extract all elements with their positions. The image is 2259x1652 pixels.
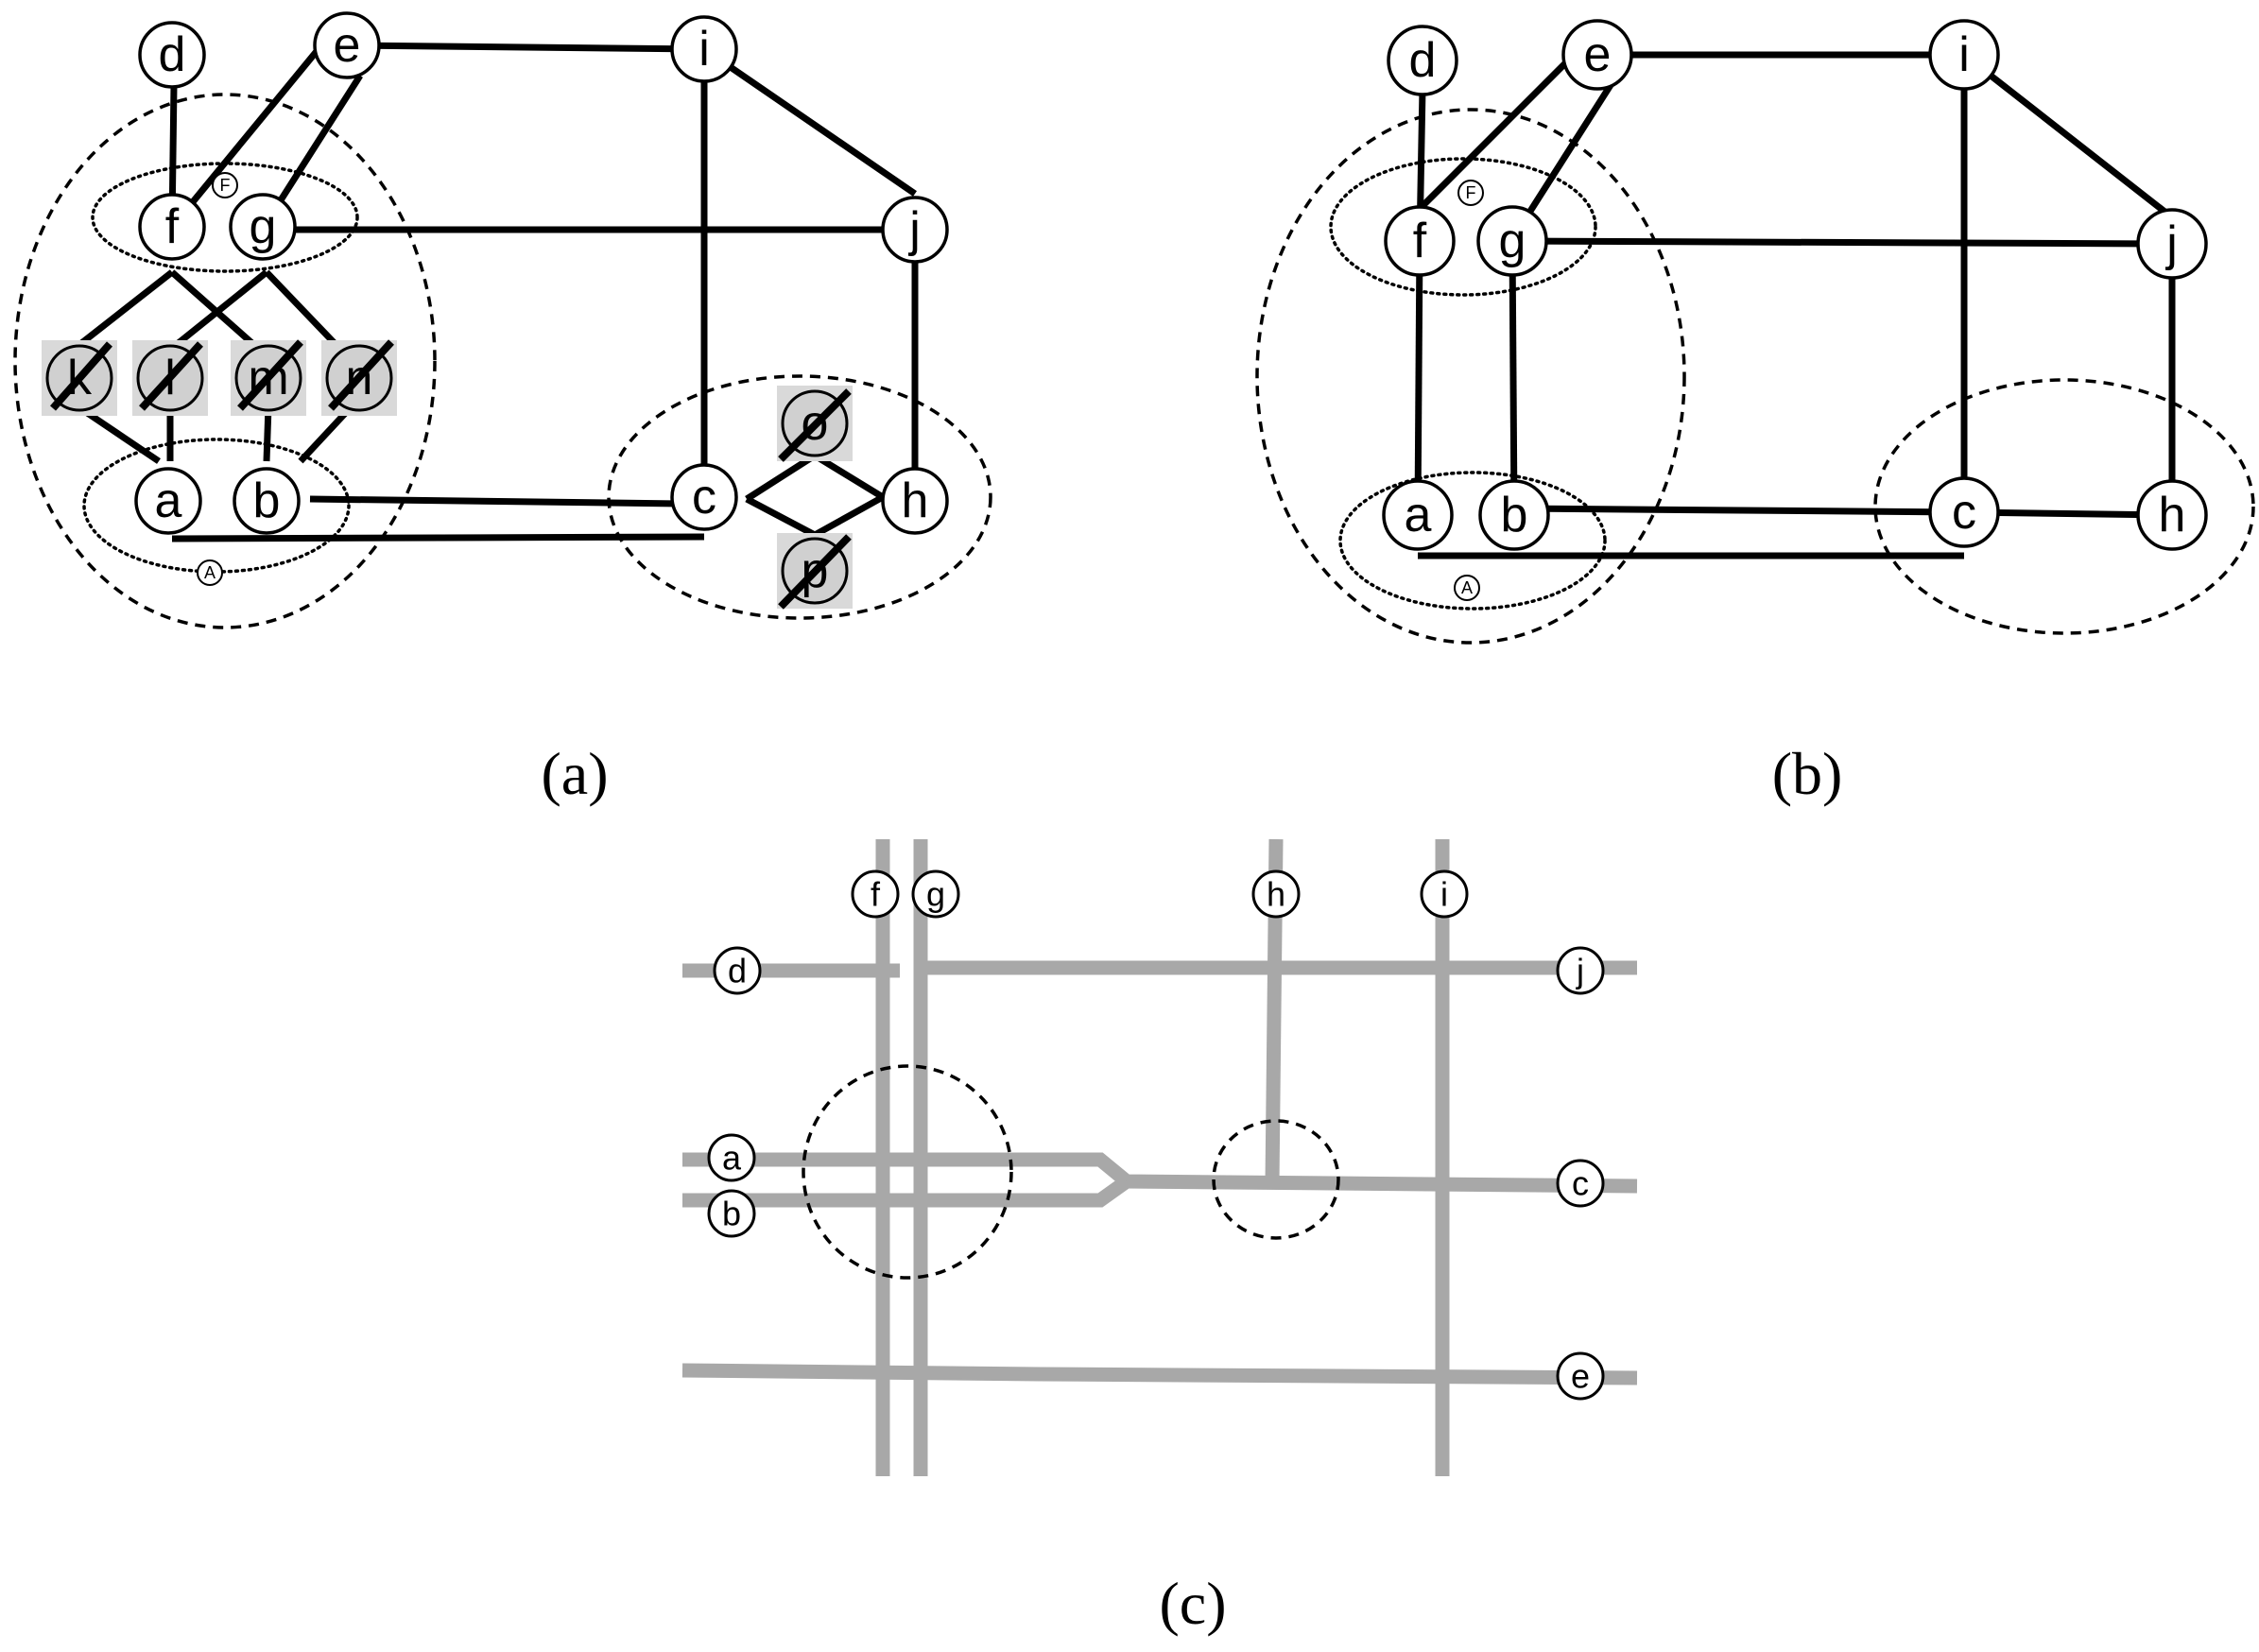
panel-a-cluster-right xyxy=(607,374,992,620)
panel-b-cluster-right xyxy=(1873,378,2255,635)
panel-a-node-g: g xyxy=(229,193,297,261)
panel-b-node-g: g xyxy=(1476,205,1548,277)
panel-a-node-e: e xyxy=(313,11,381,79)
panel-c-terminal-f: f xyxy=(851,869,900,919)
panel-a-node-a: a xyxy=(134,467,202,535)
panel-b-group-f-outline xyxy=(1329,157,1597,297)
panel-a-node-j: j xyxy=(881,196,949,264)
node-f-label: f xyxy=(1413,214,1427,268)
panel-a-node-b: b xyxy=(233,467,301,535)
node-g-label: g xyxy=(1499,214,1526,268)
panel-c-terminal-a: a xyxy=(707,1133,756,1182)
panel-a-removed-node-p: p xyxy=(777,533,853,610)
panel-b-edges xyxy=(1414,49,2176,559)
svg-text:c: c xyxy=(1572,1164,1589,1203)
panel-b-node-c: c xyxy=(1928,476,2000,548)
panel-c: f g h i d j a b c e (c) xyxy=(681,838,1638,1637)
panel-c-crossing-zone-right xyxy=(1212,1119,1340,1240)
panel-b-group-a-label: A xyxy=(1454,575,1480,601)
panel-b-node-f: f xyxy=(1384,205,1456,277)
panel-a-group-a-outline xyxy=(82,438,351,574)
panel-c-lines xyxy=(681,838,1638,1476)
node-j-label: j xyxy=(2164,216,2178,271)
panel-c-terminal-e: e xyxy=(1556,1351,1605,1401)
panel-c-terminal-h: h xyxy=(1251,869,1301,919)
svg-text:F: F xyxy=(220,176,231,195)
panel-b-node-b: b xyxy=(1478,479,1550,551)
panel-b-group-a-outline xyxy=(1338,471,1607,611)
panel-c-terminal-j: j xyxy=(1556,946,1605,995)
node-j-label: j xyxy=(907,202,921,257)
panel-b-node-a: a xyxy=(1382,479,1454,551)
panel-b-node-h: h xyxy=(2136,479,2208,551)
svg-text:j: j xyxy=(1576,952,1584,990)
panel-a: k l m n o p xyxy=(13,11,992,807)
panel-a-caption: (a) xyxy=(541,740,608,807)
panel-c-terminal-c: c xyxy=(1556,1159,1605,1208)
node-d-label: d xyxy=(159,27,186,82)
panel-a-node-d: d xyxy=(138,21,206,89)
panel-c-caption: (c) xyxy=(1159,1570,1226,1637)
panel-c-terminal-d: d xyxy=(713,946,762,995)
node-a-label: a xyxy=(155,473,182,528)
svg-text:i: i xyxy=(1440,875,1448,914)
panel-a-node-i: i xyxy=(670,15,738,83)
panel-b-node-e: e xyxy=(1561,19,1633,91)
node-a-label: a xyxy=(1405,488,1432,542)
svg-text:F: F xyxy=(1466,183,1476,202)
svg-text:A: A xyxy=(204,563,216,582)
node-g-label: g xyxy=(250,199,277,254)
panel-c-terminal-g: g xyxy=(911,869,960,919)
node-i-label: i xyxy=(1958,27,1970,82)
node-e-label: e xyxy=(334,18,361,73)
node-i-label: i xyxy=(698,22,710,77)
node-c-label: c xyxy=(692,470,716,525)
panel-c-terminal-b: b xyxy=(707,1189,756,1238)
svg-text:f: f xyxy=(871,875,881,914)
panel-b-group-f-label: F xyxy=(1457,180,1484,206)
panel-a-node-f: f xyxy=(138,193,206,261)
panel-b-node-d: d xyxy=(1387,25,1458,96)
node-h-label: h xyxy=(902,473,929,528)
panel-a-node-c: c xyxy=(670,463,738,531)
panel-b-node-i: i xyxy=(1928,19,2000,91)
panel-a-group-a-label: A xyxy=(197,559,223,586)
node-f-label: f xyxy=(165,199,180,254)
panel-a-edges xyxy=(56,37,919,542)
panel-a-removed-node-o: o xyxy=(777,386,853,462)
panel-a-cluster-left xyxy=(13,93,437,629)
svg-text:d: d xyxy=(728,952,747,990)
node-e-label: e xyxy=(1584,27,1612,82)
panel-b-cluster-left xyxy=(1255,108,1686,645)
panel-a-removed-node-m: m xyxy=(231,339,306,416)
node-b-label: b xyxy=(1501,488,1528,542)
panel-a-removed-node-l: l xyxy=(132,340,208,416)
panel-a-group-f-label: F xyxy=(212,172,238,198)
panel-a-removed-node-n: n xyxy=(321,339,397,416)
panel-b-caption: (b) xyxy=(1772,740,1843,807)
svg-text:g: g xyxy=(926,875,945,914)
node-b-label: b xyxy=(253,473,281,528)
svg-text:b: b xyxy=(722,1195,741,1233)
panel-a-node-h: h xyxy=(881,467,949,535)
svg-text:h: h xyxy=(1267,875,1285,914)
svg-text:e: e xyxy=(1571,1357,1590,1396)
node-d-label: d xyxy=(1409,33,1437,88)
panel-c-crossing-zone-left xyxy=(802,1064,1013,1280)
panel-a-removed-node-k: k xyxy=(42,340,117,416)
panel-b: d e i f g j a b c h F A (b) xyxy=(1255,19,2255,807)
panel-c-terminal-i: i xyxy=(1420,869,1469,919)
node-h-label: h xyxy=(2159,488,2186,542)
svg-text:a: a xyxy=(722,1139,742,1178)
node-c-label: c xyxy=(1952,485,1976,540)
panel-b-node-j: j xyxy=(2136,208,2208,280)
svg-text:A: A xyxy=(1461,578,1473,597)
